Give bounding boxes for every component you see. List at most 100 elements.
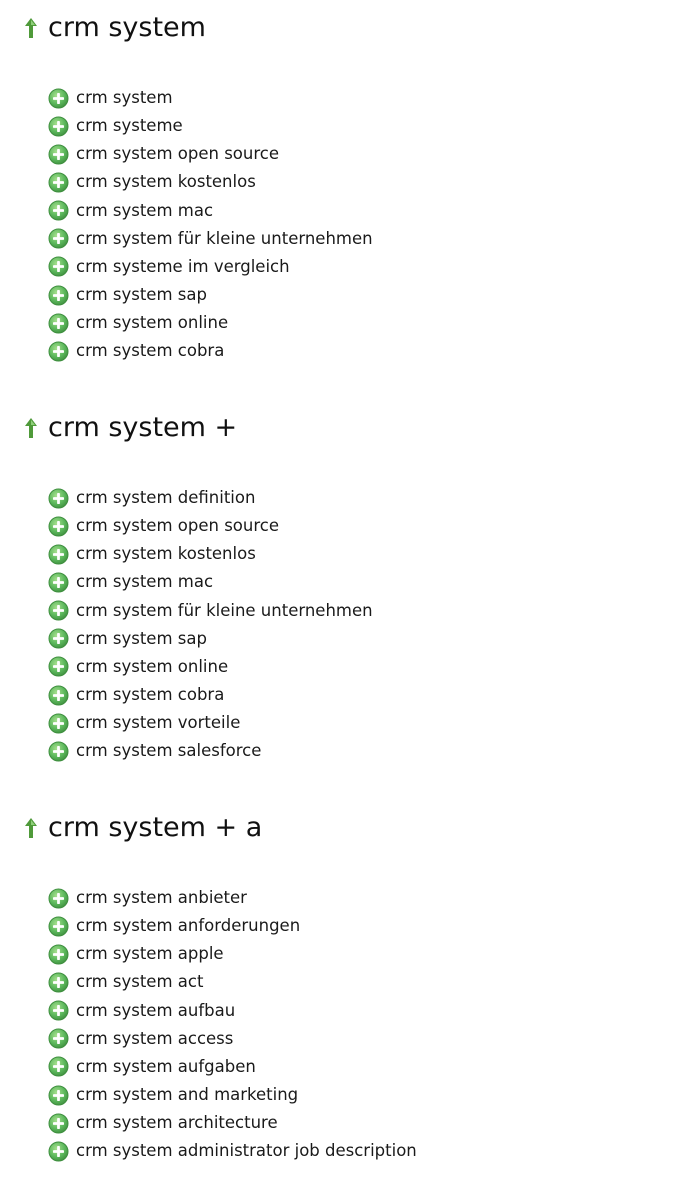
suggestion-item[interactable]: crm systeme [48, 112, 373, 140]
plus-circle-icon[interactable] [48, 1141, 69, 1162]
suggestion-label[interactable]: crm system open source [76, 144, 279, 164]
suggestion-item[interactable]: crm system administrator job description [48, 1137, 417, 1165]
plus-circle-icon[interactable] [48, 916, 69, 937]
suggestion-item[interactable]: crm system für kleine unternehmen [48, 597, 373, 625]
suggestion-item[interactable]: crm system open source [48, 512, 373, 540]
suggestion-label[interactable]: crm system definition [76, 488, 256, 508]
plus-circle-icon[interactable] [48, 341, 69, 362]
suggestion-item[interactable]: crm system [48, 84, 373, 112]
suggestion-label[interactable]: crm system aufbau [76, 1000, 236, 1020]
plus-circle-icon[interactable] [48, 172, 69, 193]
plus-circle-icon[interactable] [48, 1000, 69, 1021]
suggestion-label[interactable]: crm system aufgaben [76, 1056, 256, 1076]
plus-circle-icon[interactable] [48, 1085, 69, 1106]
suggestion-label[interactable]: crm system kostenlos [76, 172, 256, 192]
suggestion-label[interactable]: crm systeme im vergleich [76, 256, 290, 276]
suggestion-label[interactable]: crm system mac [76, 572, 214, 592]
suggestion-item[interactable]: crm system access [48, 1025, 417, 1053]
suggestion-label[interactable]: crm system vorteile [76, 713, 241, 733]
suggestion-item[interactable]: crm system kostenlos [48, 540, 373, 568]
suggestion-label[interactable]: crm system sap [76, 285, 207, 305]
suggestion-label[interactable]: crm system open source [76, 516, 279, 536]
plus-circle-icon[interactable] [48, 228, 69, 249]
plus-circle-icon[interactable] [48, 713, 69, 734]
arrow-up-icon[interactable] [24, 817, 38, 839]
suggestion-item[interactable]: crm system sap [48, 625, 373, 653]
plus-circle-icon[interactable] [48, 313, 69, 334]
plus-circle-icon[interactable] [48, 256, 69, 277]
plus-circle-icon[interactable] [48, 972, 69, 993]
suggestion-label[interactable]: crm system online [76, 313, 229, 333]
arrow-up-icon[interactable] [24, 417, 38, 439]
suggestion-label[interactable]: crm systeme [76, 116, 183, 136]
plus-circle-icon[interactable] [48, 516, 69, 537]
suggestion-item[interactable]: crm system für kleine unternehmen [48, 225, 373, 253]
plus-circle-icon[interactable] [48, 116, 69, 137]
suggestion-item[interactable]: crm system open source [48, 140, 373, 168]
plus-circle-icon[interactable] [48, 628, 69, 649]
suggestion-label[interactable]: crm system access [76, 1028, 234, 1048]
plus-circle-icon[interactable] [48, 656, 69, 677]
suggestion-label[interactable]: crm system apple [76, 944, 224, 964]
suggestion-list: crm system anbieter crm system anforderun… [48, 884, 417, 1165]
suggestion-label[interactable]: crm system anforderungen [76, 916, 301, 936]
suggestion-item[interactable]: crm system aufbau [48, 997, 417, 1025]
arrow-up-icon[interactable] [24, 17, 38, 39]
suggestion-label[interactable]: crm system [76, 88, 173, 108]
suggestion-item[interactable]: crm system mac [48, 197, 373, 225]
plus-circle-icon[interactable] [48, 285, 69, 306]
suggestion-item[interactable]: crm system and marketing [48, 1081, 417, 1109]
suggestion-label[interactable]: crm system sap [76, 628, 207, 648]
group-header[interactable]: crm system + [24, 410, 237, 446]
suggestion-label[interactable]: crm system administrator job description [76, 1141, 417, 1161]
plus-circle-icon[interactable] [48, 88, 69, 109]
suggestion-item[interactable]: crm systeme im vergleich [48, 253, 373, 281]
group-header[interactable]: crm system + a [24, 810, 262, 846]
suggestion-label[interactable]: crm system cobra [76, 685, 225, 705]
plus-circle-icon[interactable] [48, 1028, 69, 1049]
suggestion-item[interactable]: crm system definition [48, 484, 373, 512]
suggestion-label[interactable]: crm system für kleine unternehmen [76, 228, 373, 248]
suggestion-item[interactable]: crm system vorteile [48, 709, 373, 737]
suggestion-label[interactable]: crm system mac [76, 200, 214, 220]
suggestion-list: crm system crm systeme crm system open sou… [48, 84, 373, 365]
plus-circle-icon[interactable] [48, 488, 69, 509]
suggestion-item[interactable]: crm system anbieter [48, 884, 417, 912]
plus-circle-icon[interactable] [48, 685, 69, 706]
group-header[interactable]: crm system [24, 10, 206, 46]
suggestion-item[interactable]: crm system architecture [48, 1109, 417, 1137]
plus-circle-icon[interactable] [48, 888, 69, 909]
suggestion-label[interactable]: crm system architecture [76, 1113, 278, 1133]
suggestion-item[interactable]: crm system anforderungen [48, 912, 417, 940]
plus-circle-icon[interactable] [48, 1056, 69, 1077]
suggestion-item[interactable]: crm system online [48, 309, 373, 337]
suggestion-label[interactable]: crm system cobra [76, 341, 225, 361]
suggestion-label[interactable]: crm system für kleine unternehmen [76, 600, 373, 620]
suggestion-label[interactable]: crm system salesforce [76, 741, 262, 761]
suggestion-label[interactable]: crm system and marketing [76, 1085, 299, 1105]
plus-circle-icon[interactable] [48, 741, 69, 762]
suggestion-item[interactable]: crm system apple [48, 940, 417, 968]
suggestion-item[interactable]: crm system cobra [48, 681, 373, 709]
suggestion-item[interactable]: crm system salesforce [48, 737, 373, 765]
suggestion-item[interactable]: crm system act [48, 968, 417, 996]
plus-circle-icon[interactable] [48, 944, 69, 965]
plus-circle-icon[interactable] [48, 572, 69, 593]
plus-circle-icon[interactable] [48, 1113, 69, 1134]
suggestion-item[interactable]: crm system sap [48, 281, 373, 309]
suggestion-item[interactable]: crm system kostenlos [48, 168, 373, 196]
suggestion-item[interactable]: crm system cobra [48, 337, 373, 365]
plus-circle-icon[interactable] [48, 544, 69, 565]
suggestion-item[interactable]: crm system aufgaben [48, 1053, 417, 1081]
plus-circle-icon[interactable] [48, 200, 69, 221]
group-title: crm system + a [48, 812, 263, 843]
suggestion-label[interactable]: crm system act [76, 972, 204, 992]
plus-circle-icon[interactable] [48, 144, 69, 165]
suggestion-item[interactable]: crm system online [48, 653, 373, 681]
suggestion-label[interactable]: crm system anbieter [76, 888, 247, 908]
suggestion-label[interactable]: crm system kostenlos [76, 544, 256, 564]
suggestion-label[interactable]: crm system online [76, 656, 229, 676]
plus-circle-icon[interactable] [48, 600, 69, 621]
suggestion-item[interactable]: crm system mac [48, 568, 373, 596]
